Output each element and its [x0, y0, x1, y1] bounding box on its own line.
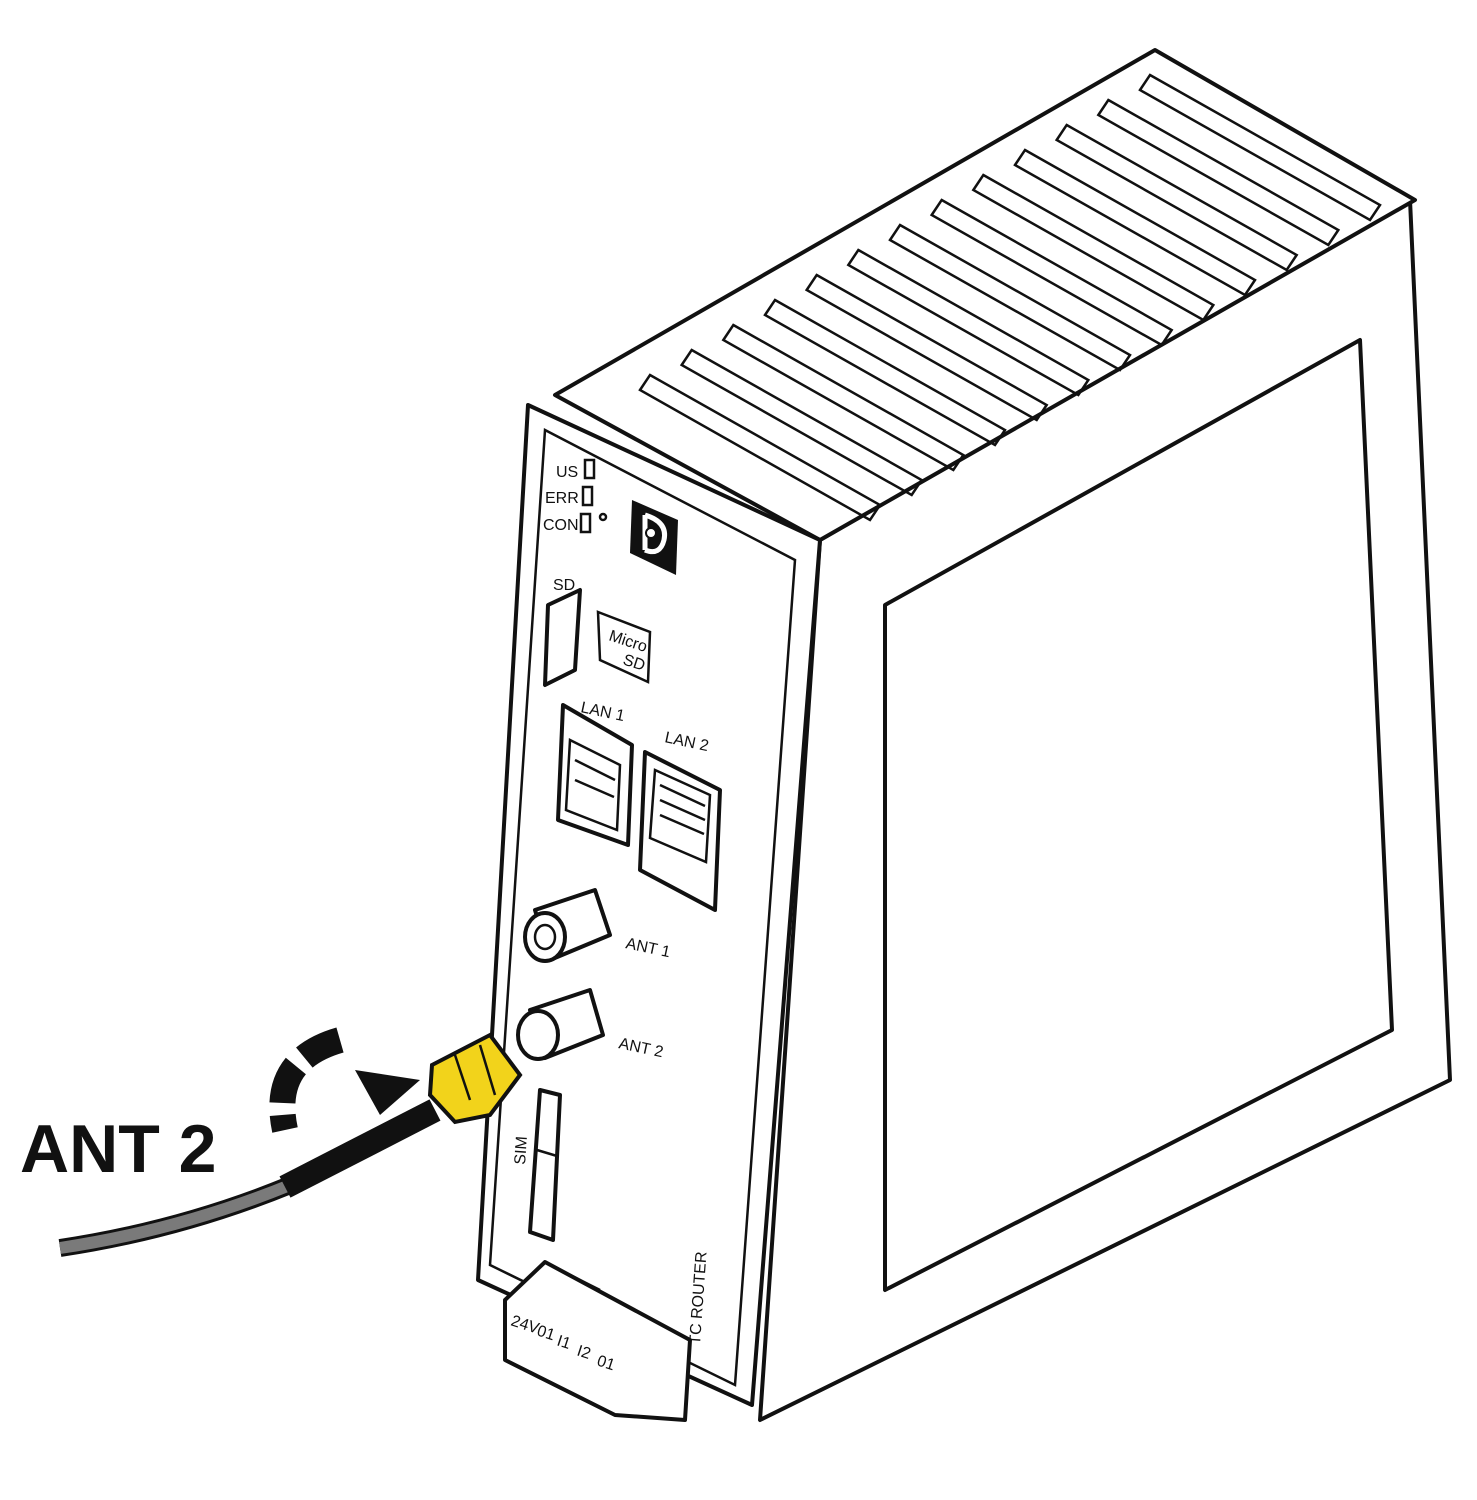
terminal-label-i1: I1 — [555, 1333, 573, 1353]
led-label-con: CON — [543, 517, 579, 534]
ant2-connector[interactable]: ANT 2 — [516, 988, 665, 1061]
front-panel-bezel — [488, 428, 797, 1387]
sim-slot[interactable]: SIM — [512, 1088, 562, 1242]
cooling-fin — [721, 323, 966, 472]
lan1-port[interactable]: LAN 1 — [556, 699, 634, 847]
sim-label: SIM — [512, 1136, 531, 1166]
tighten-arrow-icon — [269, 1027, 420, 1133]
brand-logo-icon — [630, 500, 678, 575]
led-indicators: US ERR CON — [543, 458, 608, 534]
cooling-fin — [679, 348, 924, 497]
cooling-fin — [1054, 123, 1299, 272]
led-label-us: US — [556, 464, 578, 481]
cooling-fin — [1138, 73, 1382, 222]
lan2-port[interactable]: LAN 2 — [638, 729, 722, 912]
cooling-fin — [763, 298, 1007, 447]
led-label-err: ERR — [545, 490, 579, 507]
terminal-label-01a: 01 — [535, 1323, 557, 1345]
side-label-area — [883, 338, 1394, 1292]
sma-connector-nut — [427, 1032, 523, 1125]
antenna-cable — [58, 1099, 441, 1257]
cooling-fin — [1013, 148, 1257, 297]
cooling-fin — [846, 248, 1091, 397]
cooling-fin — [888, 223, 1132, 372]
device-name-label: TC ROUTER — [687, 1251, 710, 1345]
svg-text:SD: SD — [621, 652, 647, 675]
cooling-fins — [638, 73, 1382, 522]
terminal-label-i2: I2 — [575, 1343, 593, 1363]
cooling-fin — [638, 373, 882, 522]
cooling-fin — [929, 198, 1174, 347]
terminal-block[interactable]: 24V 01 I1 I2 01 — [503, 1260, 692, 1422]
sd-slot-label: SD — [553, 577, 575, 594]
terminal-label-01b: 01 — [595, 1353, 617, 1375]
callout-label: ANT 2 — [20, 1111, 216, 1187]
cooling-fin — [971, 173, 1216, 322]
sd-card-slot[interactable]: SD — [543, 577, 582, 687]
cooling-fin — [1096, 98, 1341, 247]
cooling-fin — [804, 273, 1049, 422]
